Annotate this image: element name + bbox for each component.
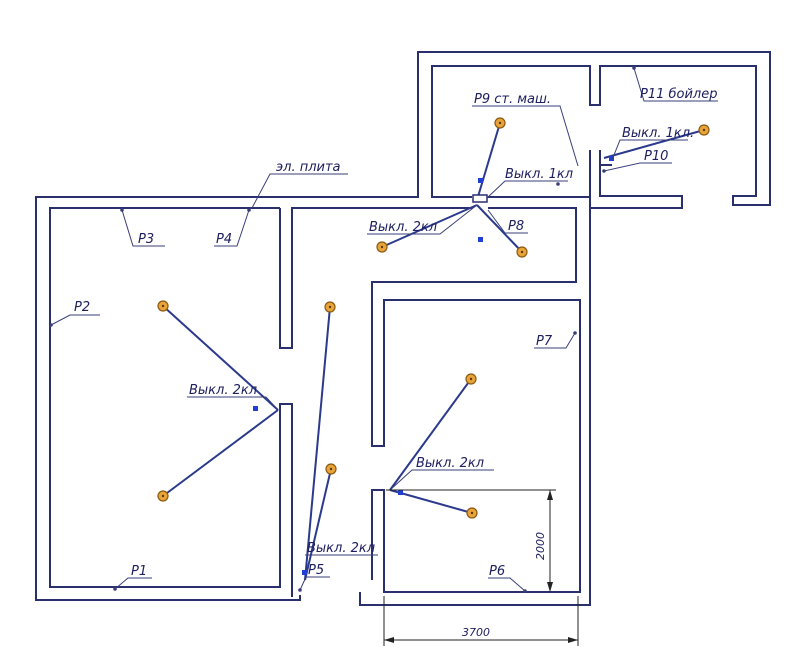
leader-sw-corridor: [367, 204, 478, 235]
wires: [162, 122, 705, 581]
label-switch-bath: Выкл. 1кл: [505, 167, 573, 182]
label-p5: Р5: [308, 563, 324, 578]
lamp-icon: [465, 373, 477, 385]
outlet-icon: [556, 182, 560, 186]
label-p10: Р10: [644, 149, 668, 164]
wire-kitchen-lamp1: [389, 378, 472, 491]
dimensions: [383, 489, 579, 646]
wire-living-lamp1: [162, 305, 279, 411]
wire-kitchen-lamp2: [389, 489, 473, 514]
lamp-icon: [466, 507, 478, 519]
lamp-icon: [698, 124, 710, 136]
switch-icon: [398, 490, 403, 495]
lamp-icon: [157, 490, 169, 502]
wire-living-lamp2: [162, 409, 279, 497]
leader-p5: [299, 576, 330, 591]
leader-p6: [488, 577, 526, 592]
wall-right-block: [359, 150, 591, 606]
leader-p10: [603, 162, 672, 172]
leader-sw-bath: [486, 180, 568, 199]
outlets: [49, 66, 636, 593]
leader-p9: [472, 105, 579, 167]
leader-p3: [121, 209, 165, 247]
label-p1: Р1: [131, 564, 147, 579]
leader-p1: [114, 577, 152, 590]
switch-icon: [609, 156, 614, 161]
walls: [35, 51, 771, 606]
leader-p11: [633, 67, 718, 102]
wall-left-room-inner: [49, 207, 293, 597]
leader-p8: [487, 209, 528, 234]
leader-sw-kitchen: [389, 469, 494, 491]
wire-boiler-lamp: [603, 129, 705, 159]
wire-hall-lamp1: [304, 306, 331, 581]
arrow-right-icon: [568, 637, 578, 643]
labels: эл. плита Р1 Р2 Р3 Р4 Р5 Р6 Р7 Р8 Р9 ст.…: [74, 87, 718, 639]
label-dim-width: 3700: [462, 626, 490, 639]
label-p7: Р7: [536, 334, 553, 349]
arrow-left-icon: [384, 637, 394, 643]
label-p9: Р9 ст. маш.: [474, 92, 551, 107]
label-switch-boiler: Выкл. 1кл.: [622, 126, 694, 141]
lamp-icon: [325, 463, 337, 475]
label-dim-height: 2000: [534, 532, 547, 560]
label-switch-kitchen: Выкл. 2кл: [416, 456, 484, 471]
wire-hall-lamp2: [304, 468, 332, 581]
lamps: [157, 117, 710, 519]
label-el-stove: эл. плита: [276, 160, 341, 175]
label-p8: Р8: [508, 219, 524, 234]
switch-icon: [478, 178, 483, 183]
wall-bath-block: [488, 150, 683, 209]
wire-corridor-lamp3: [476, 204, 523, 253]
leaders: [50, 67, 718, 592]
lamp-icon: [376, 241, 388, 253]
label-p4: Р4: [216, 232, 232, 247]
wire-corridor-lamp1: [476, 122, 501, 201]
wire-corridor-lamp2: [381, 204, 478, 248]
switches: [253, 156, 614, 575]
arrow-down-icon: [547, 582, 553, 592]
label-p11: Р11 бойлер: [640, 87, 718, 102]
switch-icon: [478, 237, 483, 242]
leader-p7: [534, 332, 576, 349]
lamp-icon: [516, 246, 528, 258]
leader-sw-living: [187, 396, 279, 411]
leader-el-stove: [251, 173, 348, 209]
label-p2: Р2: [74, 300, 90, 315]
label-p6: Р6: [489, 564, 505, 579]
label-p3: Р3: [138, 232, 154, 247]
wall-left-room-outer: [35, 51, 771, 601]
leader-p4: [214, 209, 250, 247]
wall-partition-upper: [279, 207, 472, 349]
lamp-icon: [324, 301, 336, 313]
switch-icon: [302, 570, 307, 575]
leader-p2: [50, 314, 100, 326]
leader-sw-boiler: [611, 139, 688, 161]
switch-icon: [253, 406, 258, 411]
label-switch-corridor: Выкл. 2кл: [369, 220, 437, 235]
switch-plate-icon: [472, 194, 488, 203]
arrow-up-icon: [547, 490, 553, 500]
wall-kitchen-divider: [371, 207, 581, 593]
lamp-icon: [157, 300, 169, 312]
label-switch-hall: Выкл. 2кл: [307, 541, 375, 556]
lamp-icon: [494, 117, 506, 129]
label-switch-living: Выкл. 2кл: [189, 383, 257, 398]
